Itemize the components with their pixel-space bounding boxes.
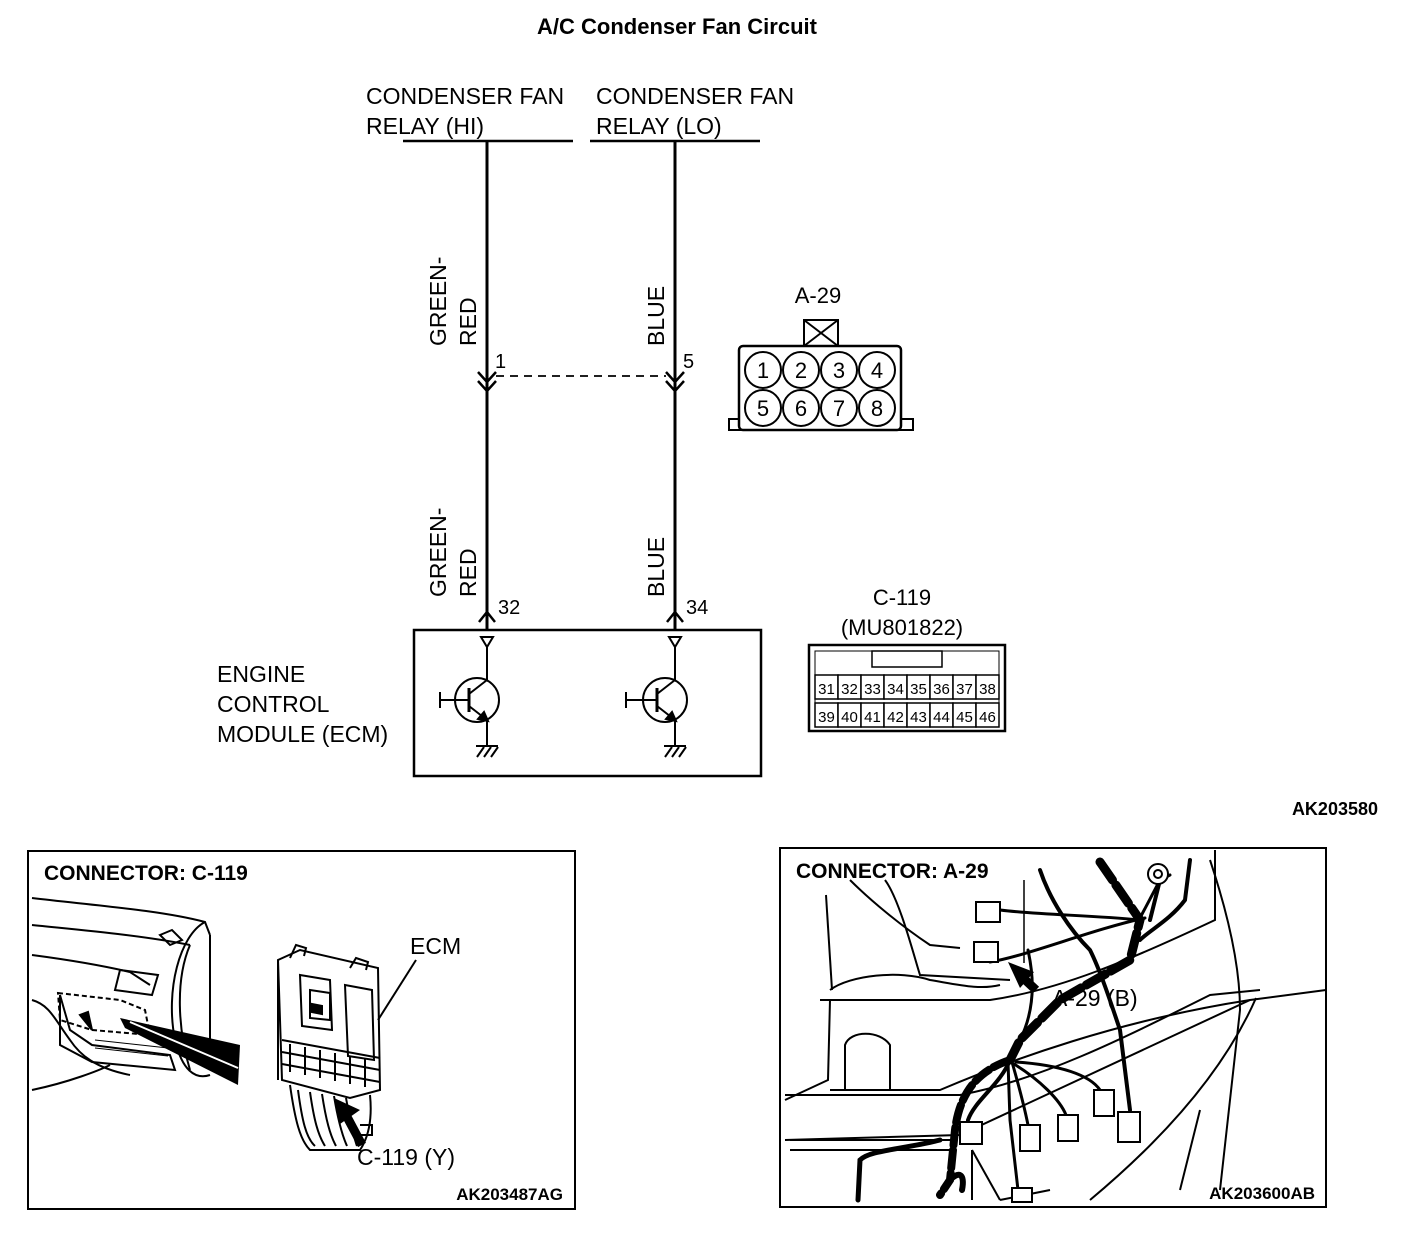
c119-pin-number: 32 bbox=[841, 681, 858, 698]
connector-c119-arrow bbox=[334, 1098, 366, 1148]
ecm-label-line3: MODULE (ECM) bbox=[217, 721, 388, 747]
a29-cavity bbox=[858, 389, 896, 427]
a29-pin-number: 4 bbox=[871, 358, 883, 383]
ecm-unit-illustration bbox=[276, 943, 382, 1151]
wire-label-left-lower-1: GREEN- bbox=[425, 508, 451, 597]
a29-pin-number: 2 bbox=[795, 358, 807, 383]
c119-pin-number: 38 bbox=[979, 681, 996, 698]
wire-label-left-lower-2: RED bbox=[455, 548, 481, 597]
c119-terminal-right bbox=[666, 609, 684, 623]
relay-hi-label: CONDENSER FAN RELAY (HI) bbox=[366, 83, 564, 139]
c119-cavity bbox=[975, 674, 1000, 700]
c119-pin-number: 46 bbox=[979, 709, 996, 726]
c119-pin-number: 44 bbox=[933, 709, 950, 726]
relay-hi-line2: RELAY (HI) bbox=[366, 113, 484, 139]
panel-a29-connector-label: A-29 (B) bbox=[1052, 985, 1138, 1011]
ecm-label-line2: CONTROL bbox=[217, 691, 330, 717]
a29-terminal-left bbox=[477, 371, 497, 393]
a29-pin-number: 3 bbox=[833, 358, 845, 383]
c119-connector: C-119 (MU801822) 31 32 33 34 35 36 37 38 39 40 41 4… bbox=[807, 585, 1007, 733]
panel-c119-code: AK203487AG bbox=[456, 1185, 563, 1204]
c119-pin-number: 39 bbox=[818, 709, 835, 726]
wiring-harness bbox=[855, 857, 1192, 1203]
pin-label-1: 1 bbox=[495, 351, 506, 373]
connector-a29-arrow bbox=[1008, 962, 1040, 994]
a29-cavity bbox=[820, 351, 858, 389]
c119-pin-number: 43 bbox=[910, 709, 927, 726]
a29-cavity bbox=[782, 351, 820, 389]
a29-cavity bbox=[744, 389, 782, 427]
c119-pin-number: 41 bbox=[864, 709, 881, 726]
pin-label-32: 32 bbox=[498, 597, 520, 619]
engine-bay-illustration bbox=[784, 850, 1327, 1201]
a29-label: A-29 bbox=[795, 283, 841, 308]
a29-pin-number: 5 bbox=[757, 396, 769, 421]
a29-pin-number: 6 bbox=[795, 396, 807, 421]
panel-a29-title: CONNECTOR: A-29 bbox=[796, 860, 989, 883]
harness-connectors bbox=[959, 863, 1169, 1203]
ecm-box bbox=[412, 628, 763, 778]
transistor-right bbox=[625, 636, 688, 758]
c119-pin-number: 40 bbox=[841, 709, 858, 726]
wire-label-right-lower: BLUE bbox=[643, 537, 669, 597]
panel-c119-title: CONNECTOR: C-119 bbox=[44, 862, 248, 885]
relay-lo-label: CONDENSER FAN RELAY (LO) bbox=[596, 83, 794, 139]
c119-pin-number: 33 bbox=[864, 681, 881, 698]
wire-label-right-upper: BLUE bbox=[643, 286, 669, 346]
ecm-label-line1: ENGINE bbox=[217, 661, 305, 687]
a29-pin-number: 7 bbox=[833, 396, 845, 421]
c119-part-number: (MU801822) bbox=[841, 615, 963, 640]
panel-c119-frame bbox=[27, 850, 576, 1210]
c119-cavity bbox=[975, 702, 1000, 728]
a29-connector: A-29 1 2 3 4 5 6 7 8 bbox=[728, 283, 914, 432]
ecm-leader-line bbox=[377, 959, 417, 1021]
panel-c119-ecm-label: ECM bbox=[410, 933, 461, 959]
c119-label: C-119 bbox=[873, 585, 931, 610]
panel-connector-c119: CONNECTOR: C-119 bbox=[27, 850, 576, 1210]
pin-label-34: 34 bbox=[686, 597, 708, 619]
a29-cavities: 1 2 3 4 5 6 7 8 bbox=[744, 351, 896, 427]
pointer-wedge bbox=[120, 1018, 240, 1085]
a29-cavity bbox=[820, 389, 858, 427]
panel-a29-frame bbox=[779, 847, 1327, 1208]
relay-hi-line1: CONDENSER FAN bbox=[366, 83, 564, 109]
relay-lo-line1: CONDENSER FAN bbox=[596, 83, 794, 109]
a29-cavity bbox=[858, 351, 896, 389]
c119-pin-number: 36 bbox=[933, 681, 950, 698]
diagram-title: A/C Condenser Fan Circuit bbox=[537, 14, 818, 39]
pin-label-5: 5 bbox=[683, 351, 694, 373]
c119-pin-number: 31 bbox=[818, 681, 835, 698]
diagram-code: AK203580 bbox=[1292, 799, 1378, 819]
c119-cavities: 31 32 33 34 35 36 37 38 39 40 41 42 43 44 45 46 bbox=[814, 674, 1000, 728]
a29-cavity bbox=[744, 351, 782, 389]
c119-pin-number: 35 bbox=[910, 681, 927, 698]
panel-a29-code: AK203600AB bbox=[1209, 1184, 1315, 1203]
c119-pin-number: 34 bbox=[887, 681, 904, 698]
panel-connector-a29: CONNECTOR: A-29 bbox=[779, 847, 1327, 1208]
relay-lo-line2: RELAY (LO) bbox=[596, 113, 722, 139]
a29-pin-number: 1 bbox=[757, 358, 769, 383]
c119-terminal-left bbox=[478, 609, 496, 623]
c119-pin-number: 42 bbox=[887, 709, 904, 726]
a29-pin-number: 8 bbox=[871, 396, 883, 421]
c119-pin-number: 37 bbox=[956, 681, 973, 698]
a29-cavity bbox=[782, 389, 820, 427]
a29-terminal-right bbox=[665, 371, 685, 393]
transistor-left bbox=[439, 636, 500, 758]
panel-c119-connector-label: C-119 (Y) bbox=[357, 1144, 455, 1170]
ecm-label: ENGINE CONTROL MODULE (ECM) bbox=[217, 661, 388, 747]
wire-label-left-upper-1: GREEN- bbox=[425, 257, 451, 346]
c119-pin-number: 45 bbox=[956, 709, 973, 726]
wire-label-left-upper-2: RED bbox=[455, 297, 481, 346]
c119-key bbox=[871, 650, 943, 668]
